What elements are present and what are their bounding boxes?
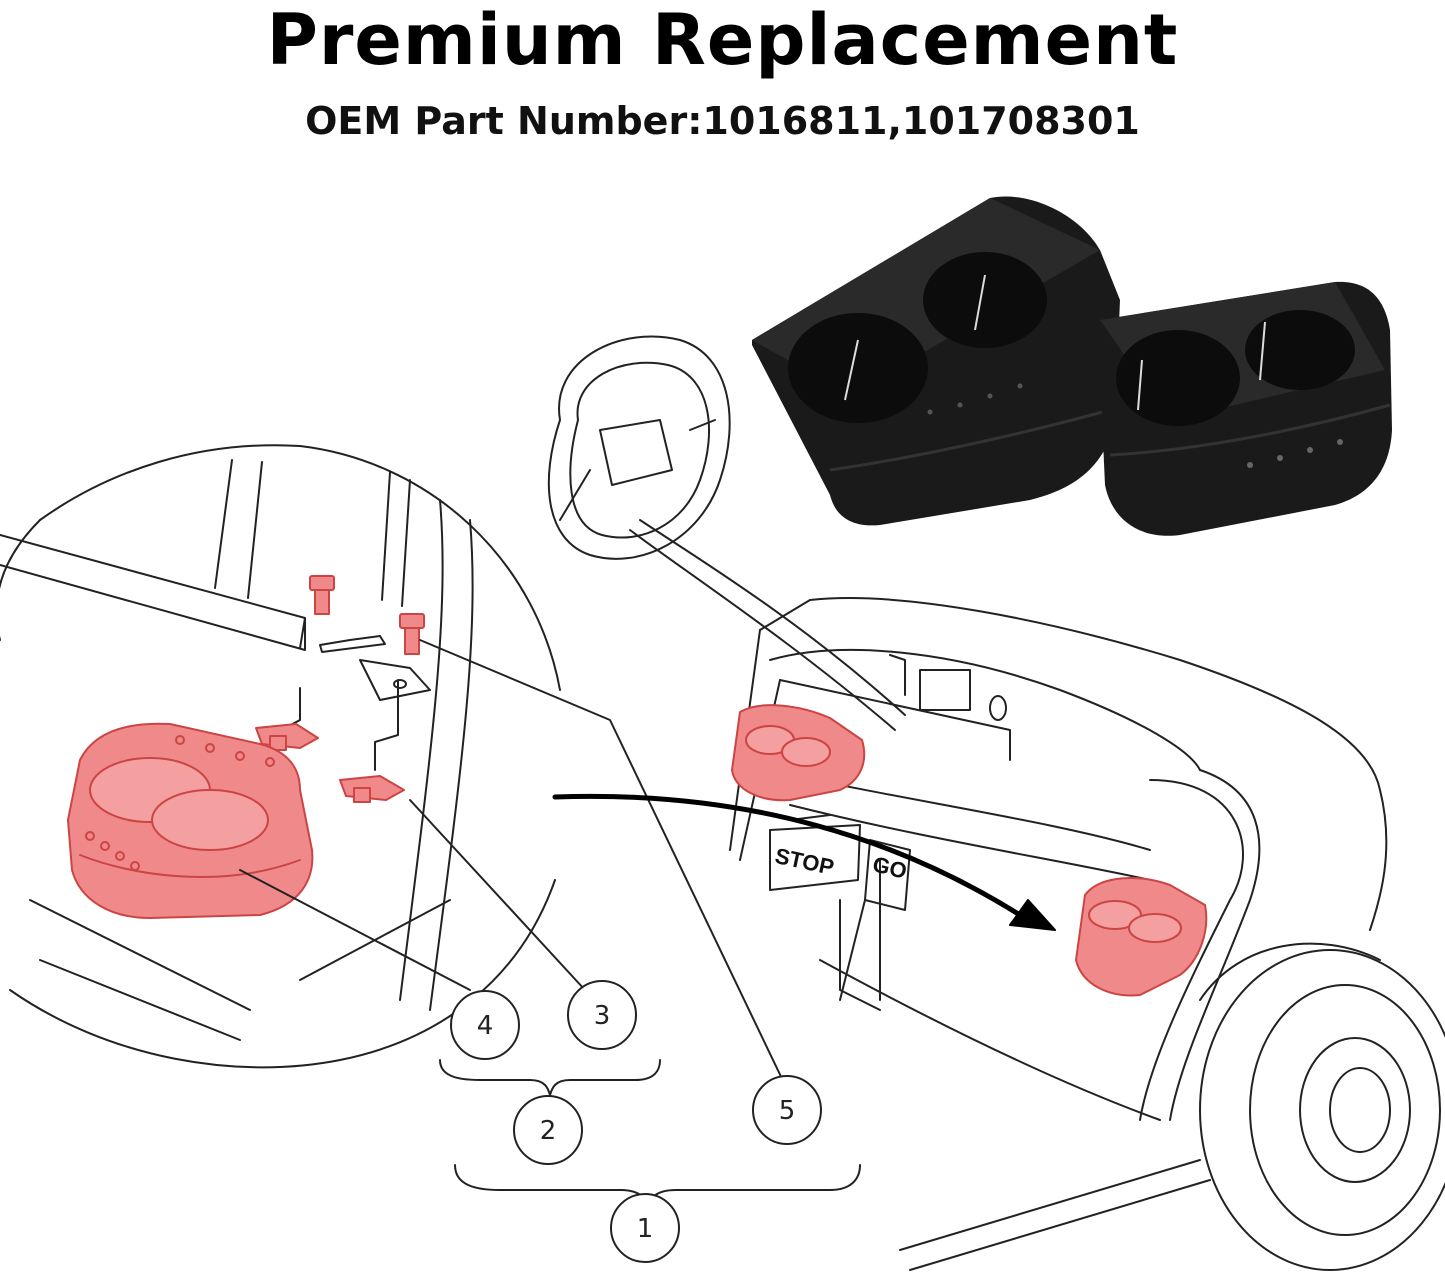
callout-1: 1 xyxy=(610,1193,680,1263)
svg-text:5: 5 xyxy=(779,1096,796,1126)
svg-text:3: 3 xyxy=(594,1001,611,1031)
callout-5: 5 xyxy=(752,1075,822,1145)
callout-2: 2 xyxy=(513,1095,583,1165)
cup-holder-installed-right xyxy=(1075,877,1208,997)
install-arrow xyxy=(552,793,1056,931)
svg-text:4: 4 xyxy=(477,1011,494,1041)
product-cup-holder-right xyxy=(1098,281,1392,536)
stop-sign-label: STOP xyxy=(773,843,836,880)
cup-holder-installed-left xyxy=(731,704,866,802)
bolt-upper xyxy=(309,575,335,615)
front-wheel xyxy=(1199,942,1445,1271)
page-title: Premium Replacement xyxy=(266,0,1179,81)
oem-part-number: OEM Part Number:1016811,101708301 xyxy=(305,99,1140,143)
callout-3: 3 xyxy=(567,980,637,1050)
go-pedal xyxy=(839,839,911,1001)
svg-text:1: 1 xyxy=(637,1214,654,1244)
svg-text:2: 2 xyxy=(540,1116,557,1146)
bolt-lower xyxy=(399,613,425,655)
product-cup-holder-left xyxy=(752,196,1120,526)
cup-holder-detail-highlight xyxy=(67,722,314,919)
clip-nut-lower xyxy=(339,775,405,803)
cart-body xyxy=(729,597,1388,1271)
callout-4: 4 xyxy=(450,990,520,1060)
steering-wheel xyxy=(547,335,906,731)
